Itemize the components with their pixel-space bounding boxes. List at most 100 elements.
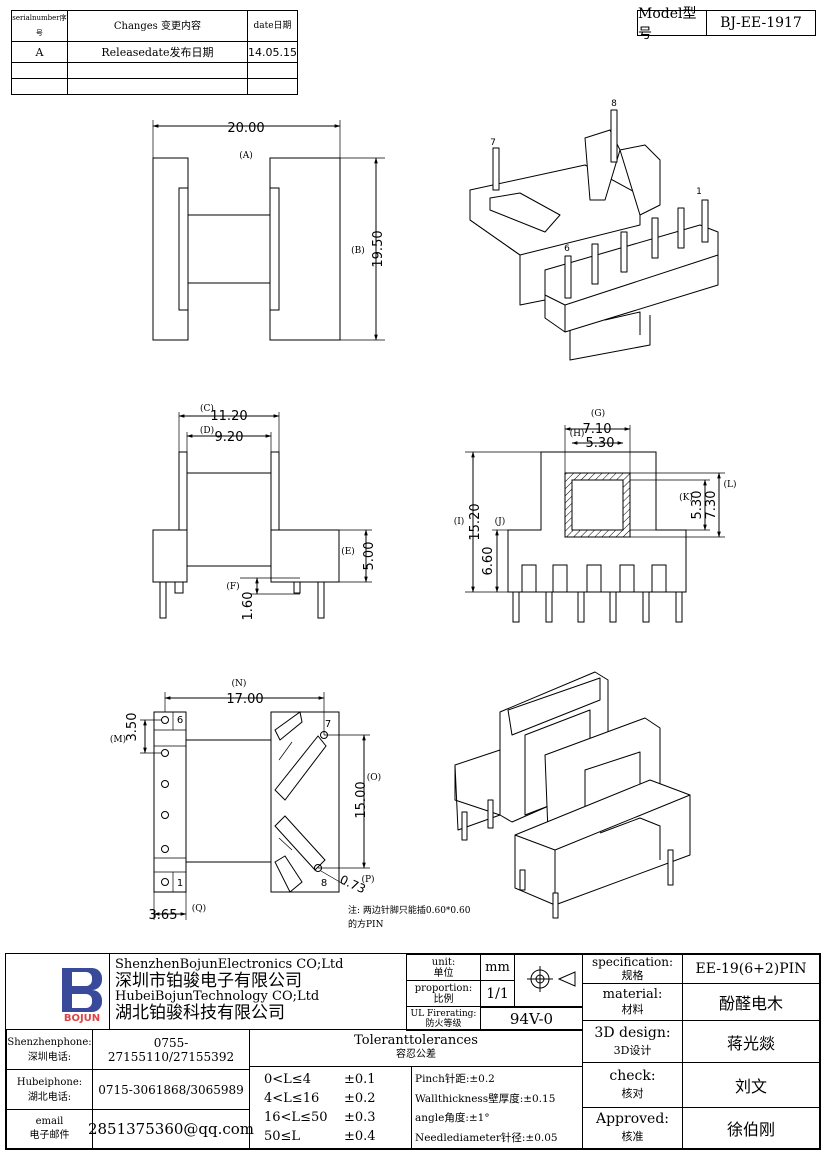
spec-value: 蒋光燚 xyxy=(682,1020,820,1063)
technical-drawing: 20.00 (A) (B) 19.50 11.20 (C) 9.20 (D) (… xyxy=(110,99,737,930)
proportion-label-cn: 比例 xyxy=(433,993,454,1005)
projection-symbol-icon xyxy=(527,966,576,992)
contact-label-cn: 电子邮件 xyxy=(29,1130,70,1141)
spec-label-cell: 3D design: 3D设计 xyxy=(582,1020,683,1063)
tolerance-extra-item: Wallthickness壁厚度:±0.15 xyxy=(415,1092,556,1105)
rev-header-date: date日期 xyxy=(247,10,298,42)
dim-n-tag: (N) xyxy=(232,678,247,689)
rev-header-serial: serialnumber序号 xyxy=(11,10,68,42)
dim-c-tag: (C) xyxy=(200,403,214,414)
side-view xyxy=(465,425,725,623)
spec-label-cell: specification: 规格 xyxy=(582,954,683,984)
unit-label-cn: 单位 xyxy=(433,967,454,979)
bottom-view xyxy=(140,692,370,920)
dim-h-tag: (H) xyxy=(570,428,585,439)
tolerance-range: 0<L≤4 xyxy=(264,1072,311,1087)
front-view xyxy=(152,412,372,619)
dim-m-value: 3.50 xyxy=(125,713,140,742)
isometric-view-bottom xyxy=(454,671,691,919)
dim-g-tag: (G) xyxy=(591,408,605,419)
rev-cell: 14.05.15 xyxy=(247,41,298,63)
bojun-logo: BOJUN xyxy=(62,968,102,1024)
model-value: BJ-EE-1917 xyxy=(720,15,802,31)
dim-f-tag: (F) xyxy=(226,581,239,592)
spec-value: EE-19(6+2)PIN xyxy=(682,954,820,984)
dim-c-value: 11.20 xyxy=(210,409,247,424)
dim-h-value: 5.30 xyxy=(586,436,615,451)
spec-label-cell: material: 材料 xyxy=(582,983,683,1021)
ul-label-en: UL Firerating: xyxy=(410,1008,477,1019)
contact-value: 0715-3061868/3065989 xyxy=(92,1069,250,1110)
spec-label-cn: 核准 xyxy=(621,1130,644,1143)
contact-label-cn: 湖北电话: xyxy=(27,1091,72,1103)
dim-l-tag: (L) xyxy=(724,479,737,490)
tolerance-value: ±0.4 xyxy=(344,1129,376,1144)
dim-g-value: 7.10 xyxy=(583,422,612,437)
pin-label-7-bottom: 7 xyxy=(325,719,331,730)
dim-b-tag: (B) xyxy=(351,245,365,256)
tolerance-value: ±0.3 xyxy=(344,1110,376,1125)
dim-q-tag: (Q) xyxy=(192,903,206,914)
tolerance-extra-item: angle角度:±1° xyxy=(415,1112,490,1124)
note-line-2: 的方PIN xyxy=(348,918,384,930)
spec-label-en: 3D design: xyxy=(594,1024,671,1041)
unit-label-cell: unit: 单位 xyxy=(406,954,481,981)
dim-j-tag: (J) xyxy=(495,516,506,527)
pin-label-8-bottom: 8 xyxy=(321,878,327,889)
dim-i-tag: (I) xyxy=(454,516,465,527)
logo-text: BOJUN xyxy=(64,1013,100,1024)
tolerance-value: ±0.2 xyxy=(344,1091,376,1106)
rev-cell: Releasedate发布日期 xyxy=(66,41,249,63)
spec-label-cell: check: 核对 xyxy=(582,1062,683,1108)
dim-b-value: 19.50 xyxy=(371,230,386,267)
isometric-view-top xyxy=(469,109,719,361)
tolerance-range: 16<L≤50 xyxy=(264,1110,328,1125)
spec-value: 刘文 xyxy=(682,1062,820,1108)
dim-j-value: 6.60 xyxy=(481,547,496,576)
contact-label-en: Hubeiphone: xyxy=(16,1076,83,1088)
title-block: BOJUN ShenzhenBojunElectronics CO;Ltd 深圳… xyxy=(5,953,821,1150)
dim-e-value: 5.00 xyxy=(362,542,377,571)
proportion-value: 1/1 xyxy=(480,980,515,1008)
pin-label-6-bottom: 6 xyxy=(177,715,183,726)
revision-table: serialnumber序号 Changes 变更内容 date日期 A Rel… xyxy=(11,10,298,95)
spec-label-en: specification: xyxy=(591,955,674,969)
note-line-1: 注: 两边针脚只能插0.60*0.60 xyxy=(348,904,471,916)
spec-label-cn: 核对 xyxy=(621,1087,644,1100)
tolerance-range: 4<L≤16 xyxy=(264,1091,320,1106)
dim-i-value: 15.20 xyxy=(468,503,483,540)
dim-q-value: 3.65 xyxy=(149,908,178,923)
dim-n-value: 17.00 xyxy=(226,692,263,707)
company-name-en-1: ShenzhenBojunElectronics CO;Ltd xyxy=(115,957,344,972)
company-cell: ShenzhenBojunElectronics CO;Ltd 深圳市铂骏电子有… xyxy=(109,954,407,1030)
dim-d-value: 9.20 xyxy=(215,430,244,445)
tolerance-extra-item: Needlediameter针径:±0.05 xyxy=(415,1131,558,1144)
pin-label-7-iso: 7 xyxy=(490,138,496,148)
dim-m-tag: (M) xyxy=(110,734,126,745)
dim-f-value: 1.60 xyxy=(241,592,256,621)
contact-label-en: email xyxy=(35,1116,64,1127)
tolerance-title-cn: 容忍公差 xyxy=(396,1049,436,1060)
pin-label-8-iso: 8 xyxy=(611,99,617,109)
tolerance-value: ±0.1 xyxy=(344,1072,376,1087)
contact-label-en: Shenzhenphone: xyxy=(7,1036,92,1048)
projection-symbol-cell xyxy=(514,954,583,1008)
company-name-cn-1: 深圳市铂骏电子有限公司 xyxy=(115,971,302,991)
pin-label-6-iso: 6 xyxy=(564,244,570,254)
logo-cell: BOJUN xyxy=(6,954,110,1030)
pin-label-1-iso: 1 xyxy=(696,187,702,197)
contact-label-cell: Shenzhenphone: 深圳电话: xyxy=(6,1029,93,1070)
tolerance-extra-item: Pinch针距:±0.2 xyxy=(415,1073,495,1085)
dim-p-tag: (P) xyxy=(361,874,374,885)
tolerance-title-en: Toleranttolerances xyxy=(354,1033,478,1048)
dim-k-value: 5.30 xyxy=(690,491,705,520)
dim-o-value: 15.00 xyxy=(354,781,369,818)
top-view xyxy=(152,120,385,341)
tolerance-range: 50≤L xyxy=(264,1129,301,1144)
spec-label-cn: 规格 xyxy=(621,969,644,982)
tolerance-ranges: 0<L≤4 ±0.1 4<L≤16 ±0.2 16<L≤50 ±0.3 50≤L ±0.… xyxy=(249,1066,412,1149)
dim-a-tag: (A) xyxy=(239,150,253,161)
rev-header-changes: Changes 变更内容 xyxy=(66,10,249,42)
contact-label-cell: email 电子邮件 xyxy=(6,1109,93,1149)
